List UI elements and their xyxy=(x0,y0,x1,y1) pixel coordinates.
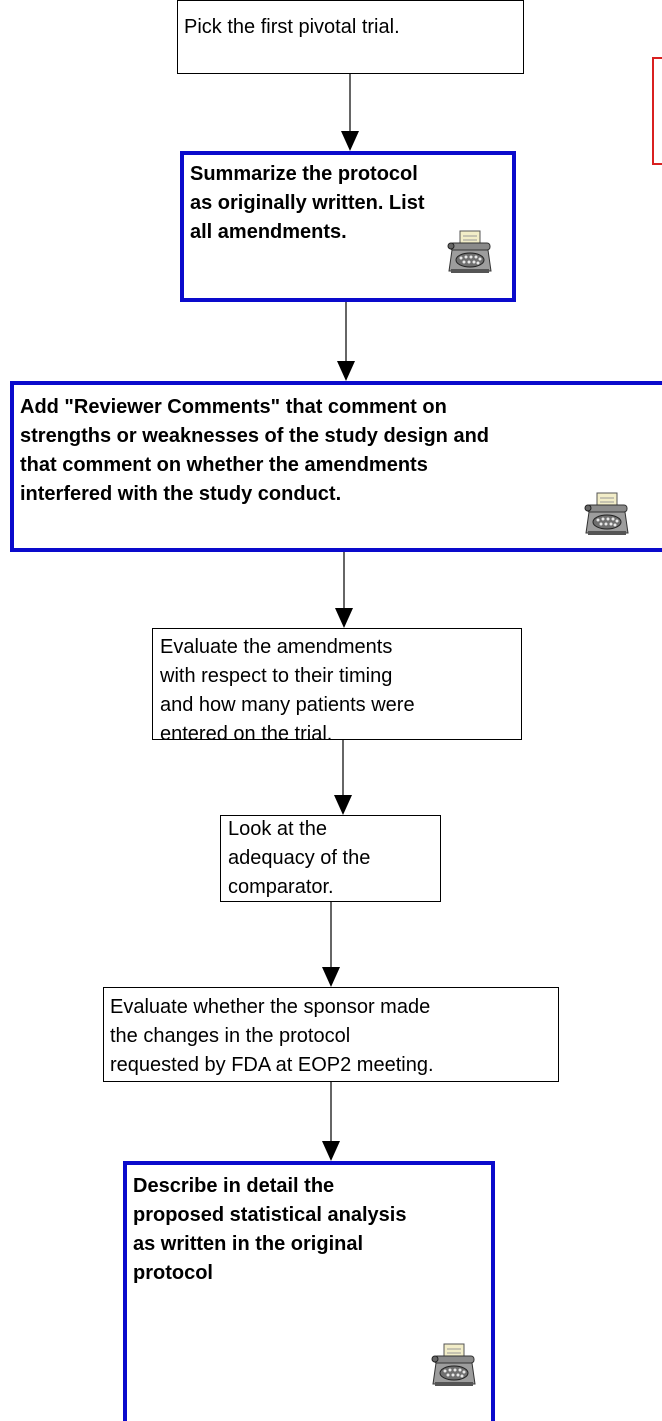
step-box-1 xyxy=(177,0,524,74)
step-box-3 xyxy=(10,381,662,552)
arrowhead-6 xyxy=(322,1141,340,1161)
typewriter-icon xyxy=(431,1343,476,1386)
step-box-2 xyxy=(180,151,516,302)
step-text-1: Pick the first pivotal trial. xyxy=(184,16,400,38)
step-text-5: Look at the adequacy of the comparator. xyxy=(228,818,371,898)
arrowhead-4 xyxy=(334,795,352,815)
step-box-7 xyxy=(123,1161,495,1421)
step-text-2: Summarize the protocol as originally wri… xyxy=(190,163,425,243)
step-box-5 xyxy=(220,815,441,902)
step-box-4 xyxy=(152,628,522,740)
step-text-3: Add "Reviewer Comments" that comment on … xyxy=(20,396,490,505)
step-text-6: Evaluate whether the sponsor made the ch… xyxy=(110,996,434,1076)
offscreen-annotation-box xyxy=(652,57,662,165)
step-text-4: Evaluate the amendments with respect to … xyxy=(160,636,415,745)
step-box-6 xyxy=(103,987,559,1082)
arrowhead-3 xyxy=(335,608,353,628)
typewriter-icon xyxy=(447,230,492,273)
arrowhead-1 xyxy=(341,131,359,151)
arrowhead-2 xyxy=(337,361,355,381)
step-text-7: Describe in detail the proposed statisti… xyxy=(133,1175,407,1284)
typewriter-icon xyxy=(584,492,629,535)
arrowhead-5 xyxy=(322,967,340,987)
